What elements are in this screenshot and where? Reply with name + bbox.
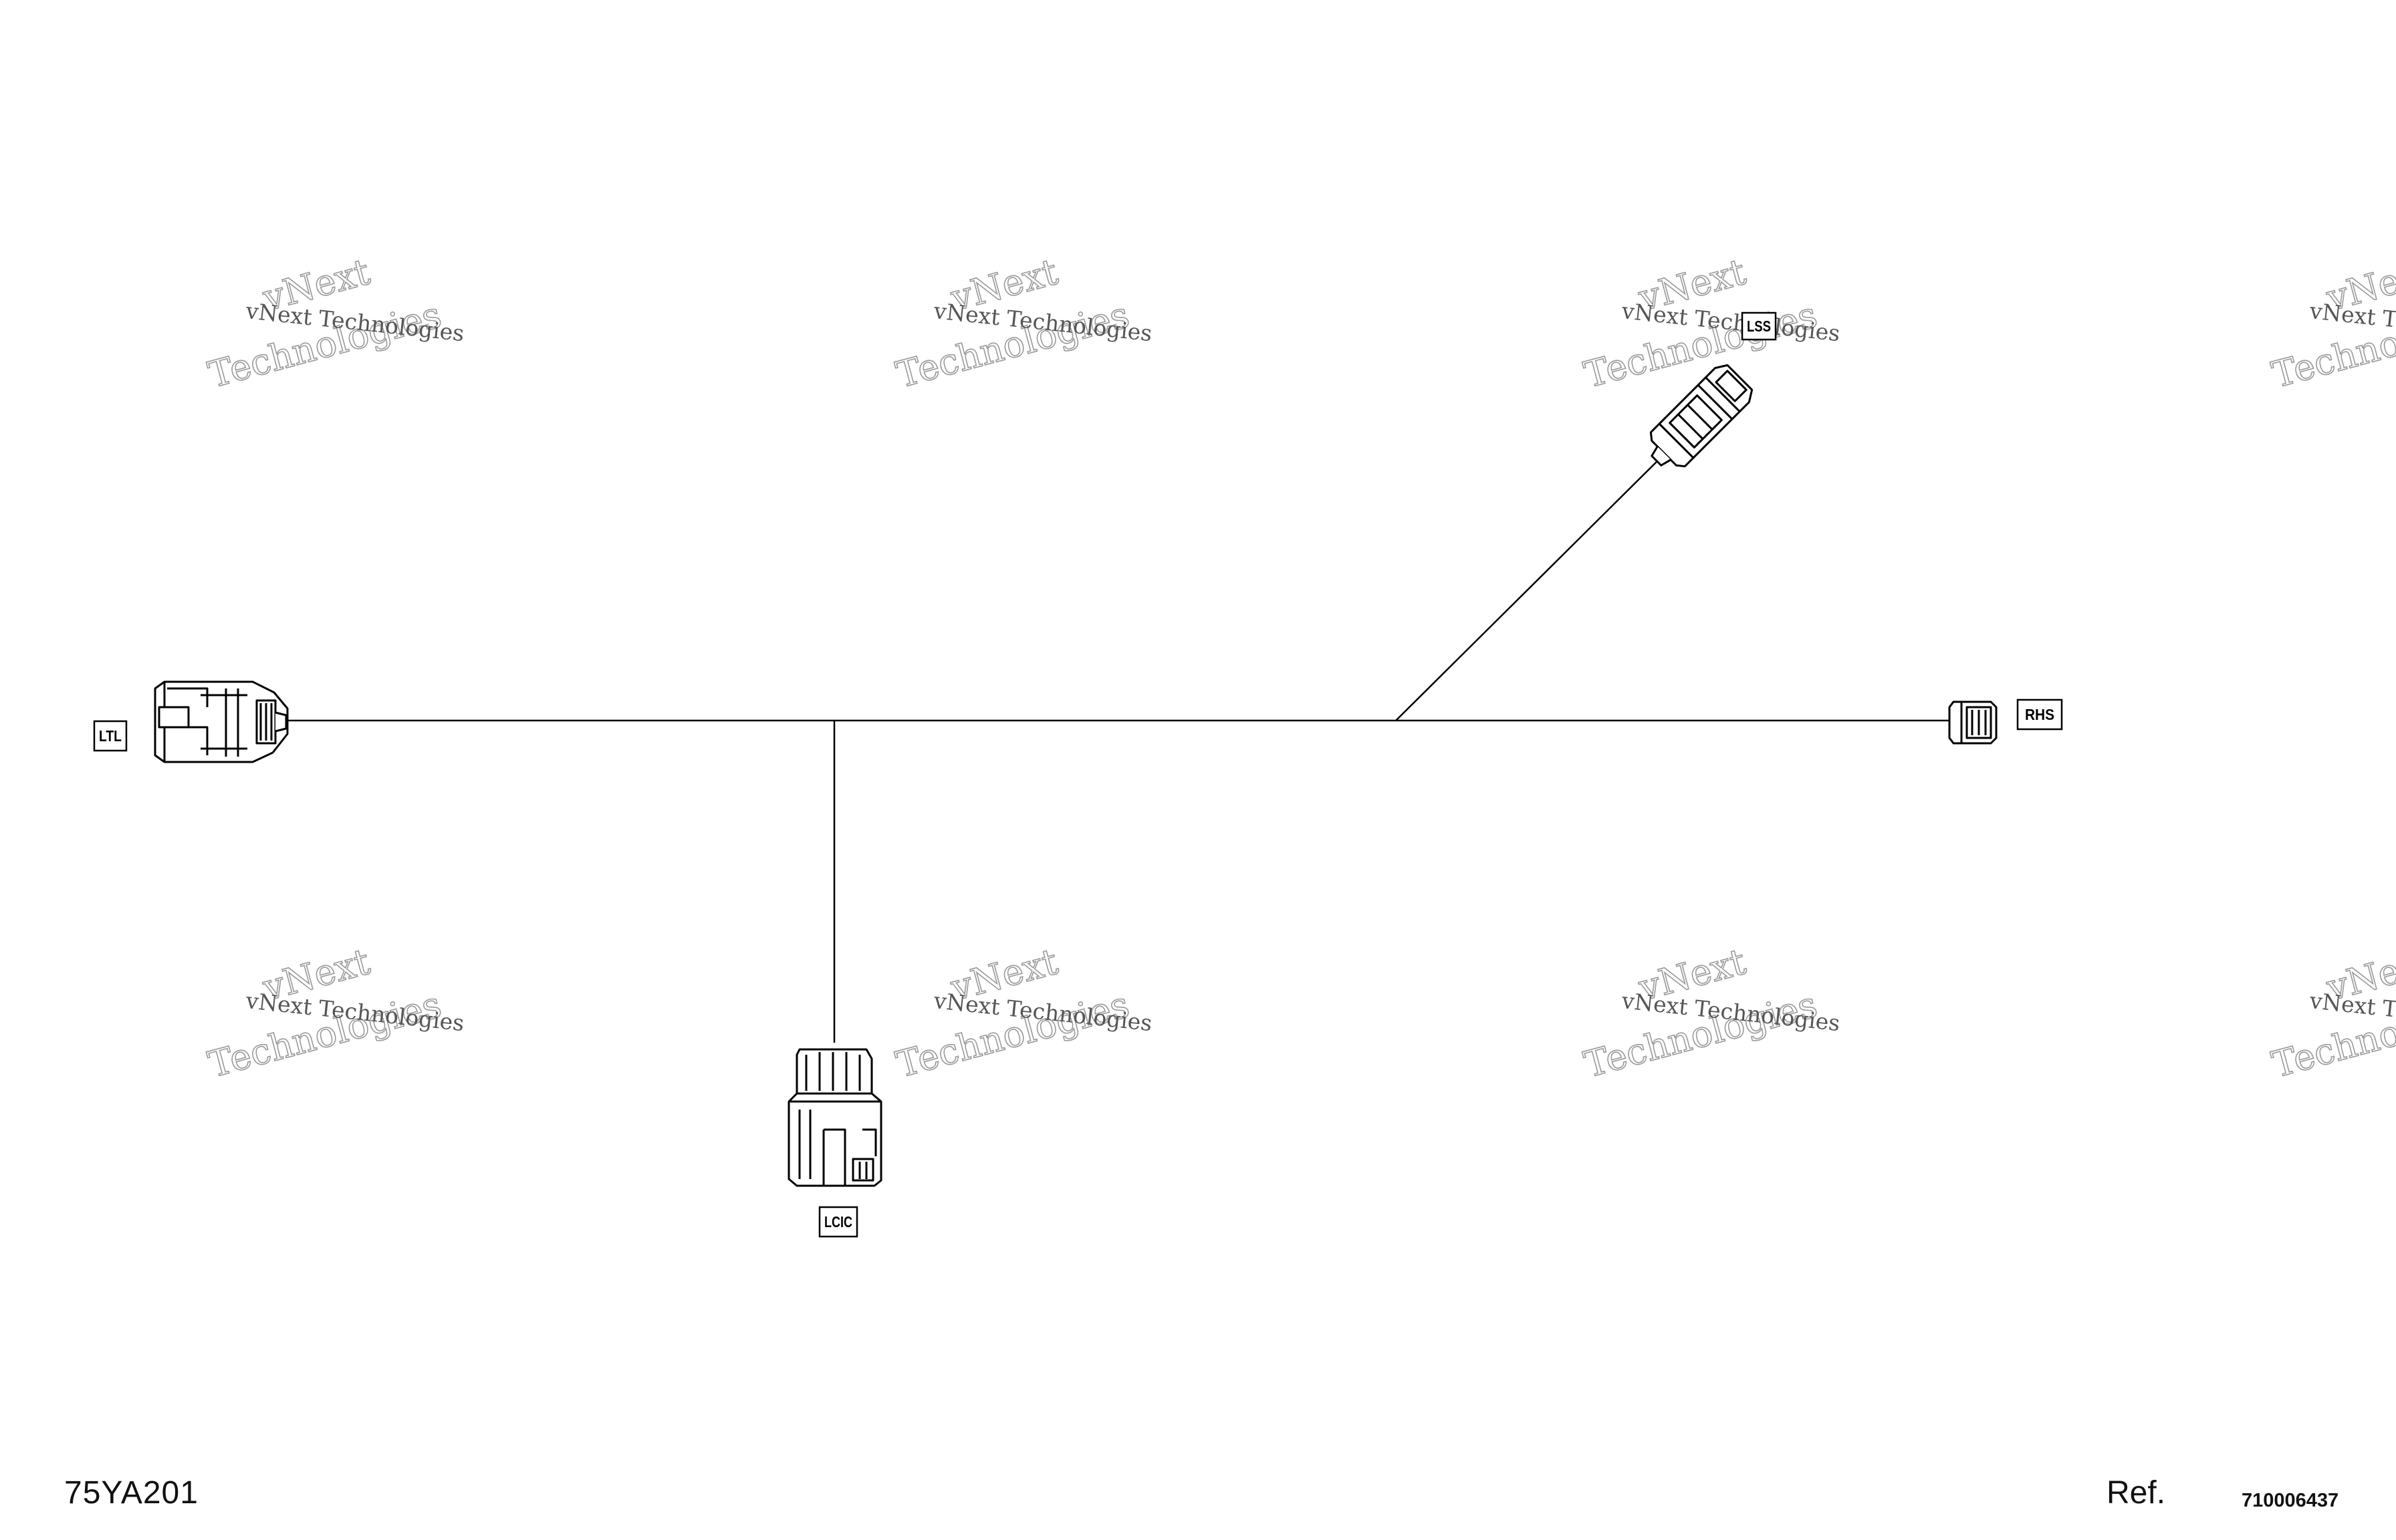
connector-tag-lcic: LCIC: [818, 1206, 858, 1238]
connector-label-rhs: RHS: [2025, 706, 2054, 723]
watermark: vNext Technologies vNext Technologies: [891, 250, 1153, 396]
watermark: vNext Technologies vNext Technologies: [203, 250, 465, 396]
watermark-layer: vNext Technologies vNext Technologies vN…: [203, 250, 2396, 1086]
drawing-code: 75YA201: [64, 1475, 199, 1511]
connector-label-ltl: LTL: [99, 727, 122, 745]
connector-label-lcic: LCIC: [824, 1213, 852, 1231]
connector-label-top: LSS: [1747, 317, 1771, 335]
connector-tag-top: LSS: [1741, 311, 1777, 341]
watermark: vNext Technologies vNext Technologies: [891, 940, 1153, 1086]
wire-branch-top: [1395, 448, 1670, 721]
ref-number: 710006437: [2242, 1490, 2339, 1511]
connector-top-icon[interactable]: [1639, 360, 1756, 477]
watermark: vNext Technologies vNext Technologies: [2267, 250, 2396, 396]
connector-lcic-icon[interactable]: [788, 1048, 882, 1187]
harness-wires: [281, 448, 1955, 1043]
connector-tag-rhs: RHS: [2016, 698, 2063, 731]
watermark: vNext Technologies vNext Technologies: [203, 940, 465, 1086]
ref-label: Ref.: [2107, 1475, 2166, 1511]
watermark: vNext Technologies vNext Technologies: [1579, 940, 1841, 1086]
connector-rhs-icon[interactable]: [1948, 700, 1998, 745]
connector-ltl-icon[interactable]: [154, 680, 289, 763]
connector-tag-ltl: LTL: [93, 720, 128, 752]
watermark: vNext Technologies vNext Technologies: [2267, 940, 2396, 1086]
